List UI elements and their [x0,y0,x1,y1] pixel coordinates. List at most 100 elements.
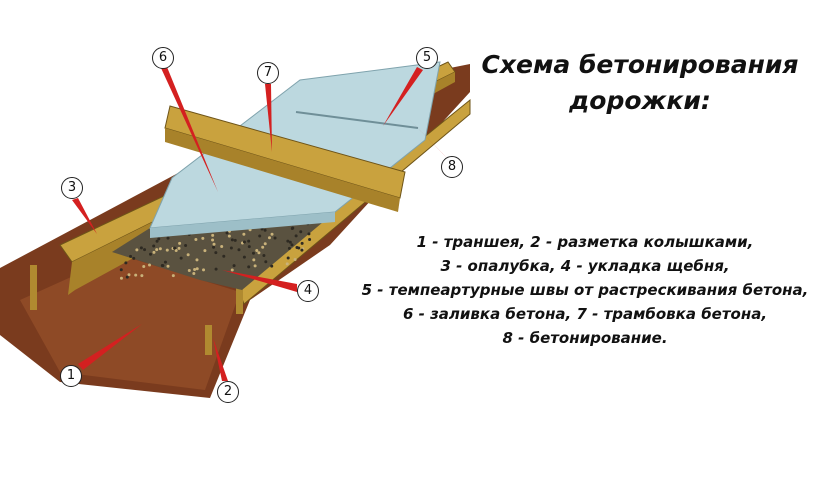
pointer-8 [408,118,448,159]
marker-3: 3 [61,177,83,199]
gravel-stone [211,238,215,242]
pointers [72,67,448,381]
gravel-stone [287,246,291,250]
gravel-stone [299,230,303,234]
gravel-stone [160,264,164,268]
pointer-2 [213,338,228,381]
gravel-stone [177,246,181,250]
gravel-stone [262,254,266,258]
gravel-stone [263,228,267,232]
gravel-stone [212,242,216,246]
gravel-stone [187,268,191,272]
gravel-stone [166,236,170,240]
gravel-stone [119,268,123,272]
gravel-stone [124,261,128,265]
gravel-stone [184,243,188,247]
gravel-stone [229,246,233,250]
gravel-stone [125,275,129,279]
stake [236,282,243,314]
gravel-stone [222,254,226,258]
legend: 1 - траншея, 2 - разметка колышками, 3 -… [340,230,830,350]
diagram-title-line1: Схема бетонирования [481,50,799,79]
gravel-stone [258,234,262,238]
gravel-stone [230,238,234,242]
gravel-stone [263,242,267,246]
gravel-stone [148,263,152,267]
gravel-stone [195,267,199,271]
gravel-stone [135,248,139,252]
gravel-stone [273,236,277,240]
gravel-stone [290,243,294,247]
gravel-stone [212,245,216,249]
pointer-6 [161,67,218,192]
gravel-stone [253,264,257,268]
legend-line: 8 - бетонирование. [502,329,668,347]
gravel-stone [214,267,218,271]
gravel-stone [155,248,159,252]
gravel-stone [295,246,299,250]
pointer-7 [265,84,272,152]
gravel-stone [192,271,196,275]
gravel-stone [129,254,133,258]
expansion-joint [295,111,419,129]
gravel-stone [211,233,215,237]
gravel-stone [233,238,237,242]
gravel-stone [307,232,311,236]
gravel-stone [140,274,144,278]
gravel-stone [247,245,251,249]
gravel-stone [194,238,198,242]
gravel-stone [286,239,290,243]
gravel-stone [119,276,123,280]
legend-line: 6 - заливка бетона, 7 - трамбовка бетона… [402,305,768,323]
gravel-stone [286,256,290,260]
gravel-stone [214,251,218,255]
marker-6: 6 [152,47,174,69]
gravel-stone [203,249,207,253]
gravel-stone [195,258,199,262]
concrete-slab-edge [150,212,335,238]
marker-8: 8 [441,156,463,178]
gravel-stone [173,246,177,250]
gravel-stone [139,246,143,250]
gravel-stone [163,260,167,264]
gravel-stone [165,248,169,252]
gravel-stone [255,249,259,253]
gravel-stone [174,249,178,253]
gravel-stone [270,264,274,268]
pointer-4 [222,270,297,292]
gravel-stone [142,265,146,269]
gravel-stone [308,237,312,241]
gravel-stone [251,251,255,255]
gravel-stone [290,226,294,230]
gravel-stone [155,239,159,243]
gravel-stone [270,232,274,236]
gravel-stone [186,253,190,257]
marker-1: 1 [60,365,82,387]
gravel-stone [288,240,292,244]
gravel-stone [166,264,170,268]
gravel-stone [267,236,271,240]
gravel-stone [178,241,182,245]
gravel-stone [152,244,156,248]
gravel-stone [257,251,261,255]
gravel-stone [247,239,251,243]
gravel-stone [247,265,251,269]
gravel-stone [242,232,246,236]
gravel-stone [232,264,236,268]
gravel-stone [264,260,268,264]
gravel-stone [143,248,147,252]
marker-7: 7 [257,62,279,84]
pointer-1 [78,324,142,370]
gravel-stone [127,273,131,277]
marker-2: 2 [217,381,239,403]
gravel-stone [227,234,231,238]
gravel-stone [220,245,224,249]
screed-board-face [165,128,400,212]
gravel-stone [152,250,156,254]
gravel-stone [242,255,246,259]
gravel-stone [179,256,183,260]
gravel-stone [132,256,136,260]
marker-5: 5 [416,47,438,69]
marker-4: 4 [297,280,319,302]
gravel-stone [285,262,289,266]
